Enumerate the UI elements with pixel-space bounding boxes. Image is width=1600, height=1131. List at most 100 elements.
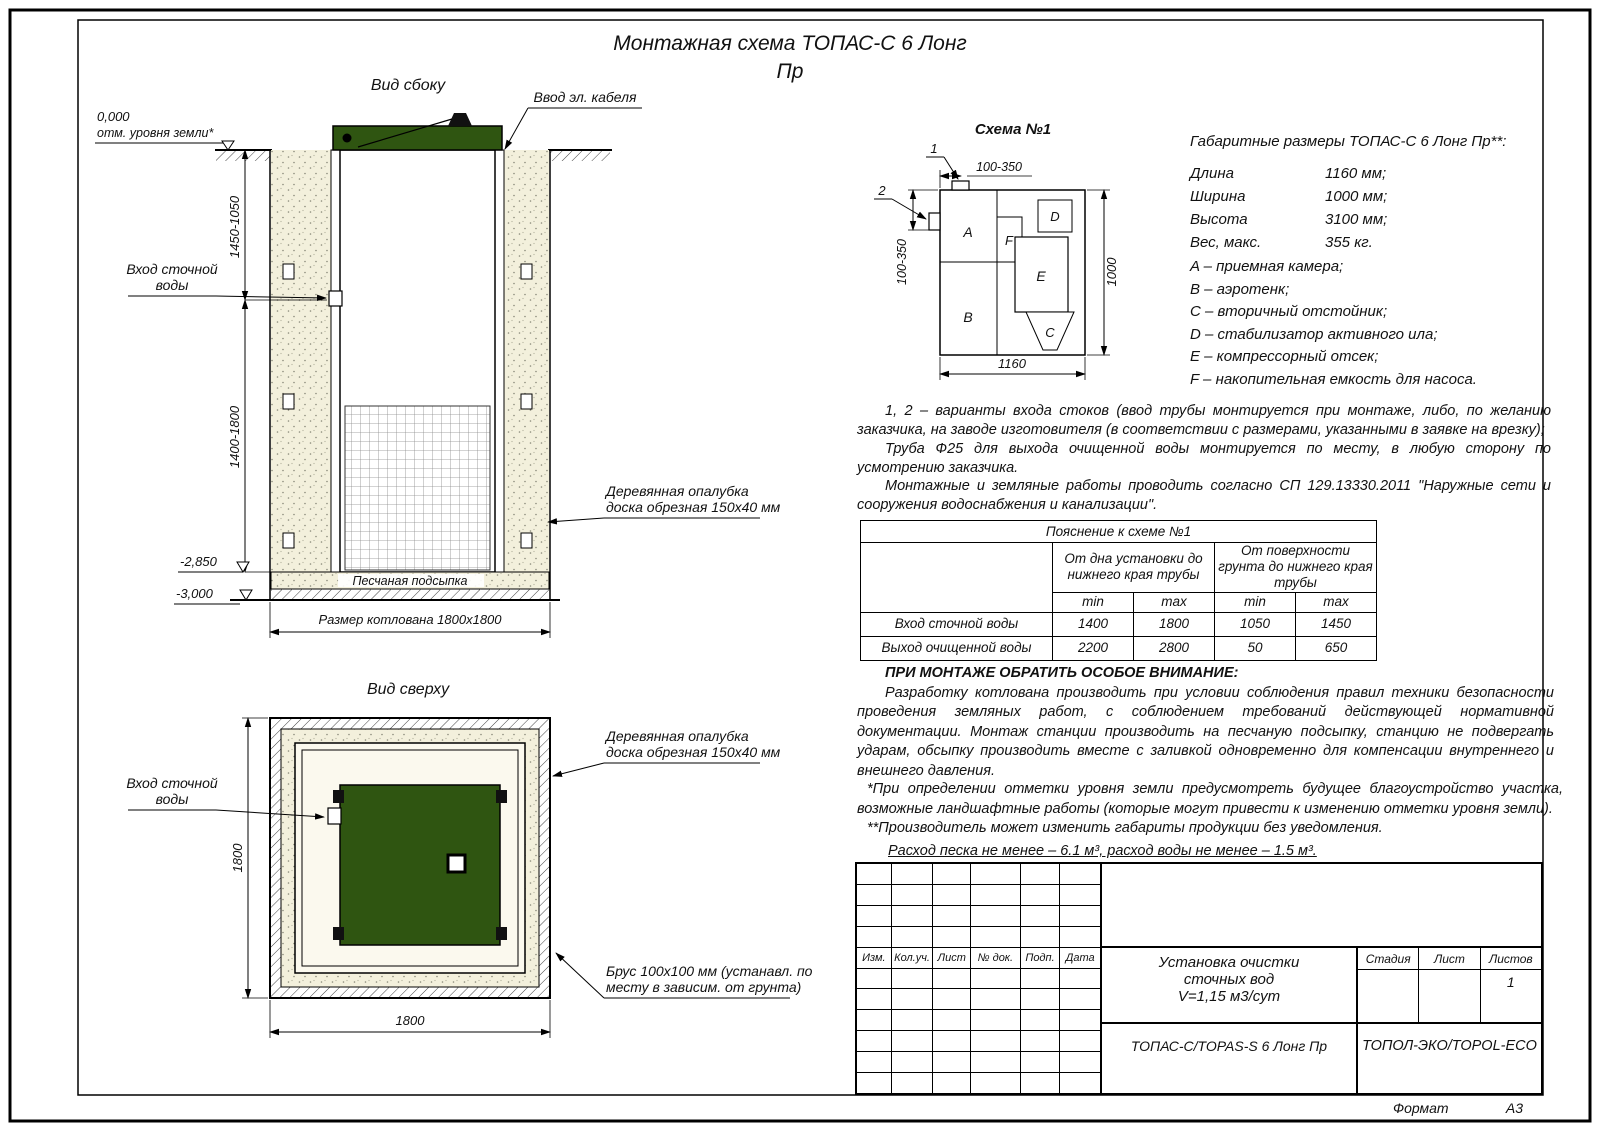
dim-inlet-left: 100-350: [895, 239, 909, 285]
lid-vent-cap: [448, 113, 472, 126]
dim-label: Вес, макс.: [1190, 234, 1262, 251]
inlet-label-line2: воды: [156, 277, 190, 293]
legend-item-b: B – аэротенк;: [1190, 280, 1290, 298]
dim-row-length: Длина 1160 мм;: [1190, 164, 1520, 187]
table-group2-header: От поверхности грунта до нижнего края тр…: [1214, 542, 1377, 593]
inlet-notes: 1, 2 – варианты входа стоков (ввод трубы…: [857, 402, 1551, 478]
pit-size-label: Размер котлована 1800х1800: [318, 612, 502, 627]
compartment-legend: A – приемная камера; B – аэротенк; C – в…: [1190, 256, 1550, 391]
level-mark-zero: [221, 140, 235, 151]
cell-value: 2200: [1052, 635, 1134, 661]
dim-row-weight: Вес, макс. 355 кг.: [1190, 233, 1520, 256]
table-min-header: min: [1214, 591, 1296, 613]
inlet-label-top-line1: Вход сточной: [126, 775, 218, 791]
formwork-label-line1: Деревянная опалубка: [604, 483, 749, 499]
side-view-title: Вид сбоку: [371, 77, 446, 94]
formwork-inner-top: [301, 749, 519, 967]
side-view: Вид сбоку Ввод эл. кабеля: [95, 77, 781, 638]
header-koluch: Кол.уч.: [892, 947, 934, 968]
row-label: Вход сточной воды: [860, 611, 1053, 637]
legend-item-e: E – компрессорный отсек;: [1190, 348, 1379, 365]
dim-top-view-horizontal: 1800: [396, 1013, 426, 1028]
tank-lid-top: [339, 784, 501, 946]
ground-hatch-right: [550, 150, 610, 161]
inlet-label-top-line2: воды: [156, 791, 190, 807]
table-title: Пояснение к схеме №1: [860, 520, 1377, 543]
doc-title-line1: Установка очистки: [1158, 954, 1300, 971]
attention-body: Разработку котлована производить при усл…: [857, 684, 1554, 779]
compartment-c-label: C: [1045, 325, 1055, 340]
sheet-title: Монтажная схема ТОПАС-С 6 Лонг Пр: [360, 30, 1220, 85]
footnotes: *При определении отметки уровня земли пр…: [857, 780, 1563, 839]
revision-header-row: Изм. Кол.уч. Лист № док. Подп. Дата: [857, 947, 1100, 969]
note-outlet-pipe: Труба Ф25 для выхода очищенной воды монт…: [857, 441, 1551, 476]
ground-hatch-left: [216, 150, 270, 161]
dim-inlet-top: 100-350: [976, 160, 1022, 174]
regulation-note: Монтажные и земляные работы проводить со…: [857, 477, 1551, 515]
dim-top-view-vertical: 1800: [230, 843, 245, 873]
cable-entry-label: Ввод эл. кабеля: [534, 89, 637, 105]
dim-label: Длина: [1190, 165, 1234, 182]
table-row-outlet: Выход очищенной воды 2200 2800 50 650: [860, 635, 1377, 661]
table-max-header: max: [1133, 591, 1215, 613]
compartment-f-label: F: [1005, 233, 1014, 248]
sheets-label: Листов: [1488, 951, 1533, 966]
legend-item-c: C – вторичный отстойник;: [1190, 303, 1388, 320]
sheet-frame: [8, 8, 1592, 1123]
cell-value: 1400: [1052, 611, 1134, 637]
formwork-left: [330, 149, 341, 573]
sheet-label: Лист: [1419, 948, 1481, 969]
compartment-e-box: [1014, 236, 1069, 313]
table-row-inlet: Вход сточной воды 1400 1800 1050 1450: [860, 611, 1377, 637]
header-list: Лист: [933, 947, 972, 968]
dim-value: 1000 мм;: [1325, 188, 1388, 205]
table-min-header: min: [1052, 591, 1134, 613]
legend-item-f: F – накопительная емкость для насоса.: [1190, 370, 1477, 388]
attention-block: ПРИ МОНТАЖЕ ОБРАТИТЬ ОСОБОЕ ВНИМАНИЕ: Ра…: [857, 664, 1554, 781]
cell-value: 650: [1295, 635, 1377, 661]
note-inlet-variants: 1, 2 – варианты входа стоков (ввод трубы…: [857, 403, 1551, 438]
header-izm: Изм.: [857, 947, 892, 968]
dim-upper-depth: 1450-1050: [227, 195, 242, 258]
top-view: Вид сверху Вход сточной воды 1800 1800 Д…: [126, 681, 813, 1038]
note-regulation: Монтажные и земляные работы проводить со…: [857, 478, 1551, 513]
inlet-variant-2: 2: [877, 183, 886, 198]
stage-label: Стадия: [1358, 948, 1420, 969]
header-data: Дата: [1065, 951, 1095, 964]
level-mark-3000: [239, 589, 253, 601]
pit-bottom-hatch: [271, 589, 549, 600]
table-group1-header: От дна установки до нижнего края трубы: [1052, 542, 1215, 593]
dim-label: Ширина: [1190, 188, 1246, 205]
formwork-label-top-line1: Деревянная опалубка: [604, 728, 749, 744]
dim-lower-depth: 1400-1800: [227, 405, 242, 468]
dim-scheme-height: 1000: [1104, 257, 1119, 287]
cell-value: 1450: [1295, 611, 1377, 637]
table-corner-cell: [860, 542, 1053, 613]
sheet-title-line1: Монтажная схема ТОПАС-С 6 Лонг: [613, 32, 967, 55]
inlet-label-line1: Вход сточной: [126, 261, 218, 277]
title-block-empty-area: [1102, 864, 1541, 948]
scheme-title: Схема №1: [975, 121, 1051, 138]
dim-label: Высота: [1190, 211, 1248, 228]
sheet-title-line2: Пр: [776, 59, 804, 83]
format-value: А3: [1505, 1100, 1523, 1116]
format-label: Формат: [1393, 1100, 1449, 1116]
formwork-clips: [282, 263, 533, 549]
header-ndok: № док.: [971, 947, 1021, 968]
legend-item-d: D – стабилизатор активного ила;: [1190, 325, 1438, 343]
model-designation: ТОПАС-С/TOPAS-S 6 Лонг Пр: [1102, 1024, 1358, 1095]
legend-item-a: A – приемная камера;: [1190, 258, 1344, 275]
cell-value: 50: [1214, 635, 1296, 661]
compartment-a-label: A: [962, 224, 972, 240]
header-podp: Подп.: [1021, 947, 1061, 968]
compartment-e-label: E: [1036, 268, 1046, 284]
lid-cable-line: [357, 118, 453, 148]
cable-entry-square: [446, 853, 467, 874]
cell-value: 1800: [1133, 611, 1215, 637]
zero-level-value: 0,000: [97, 109, 130, 124]
sand-consumption-note: Расход песка не менее – 6.1 м³, расход в…: [888, 843, 1317, 859]
backfill-left: [271, 150, 332, 572]
format-footer: Формат А3: [1393, 1100, 1523, 1116]
backfill-right: [503, 150, 549, 572]
